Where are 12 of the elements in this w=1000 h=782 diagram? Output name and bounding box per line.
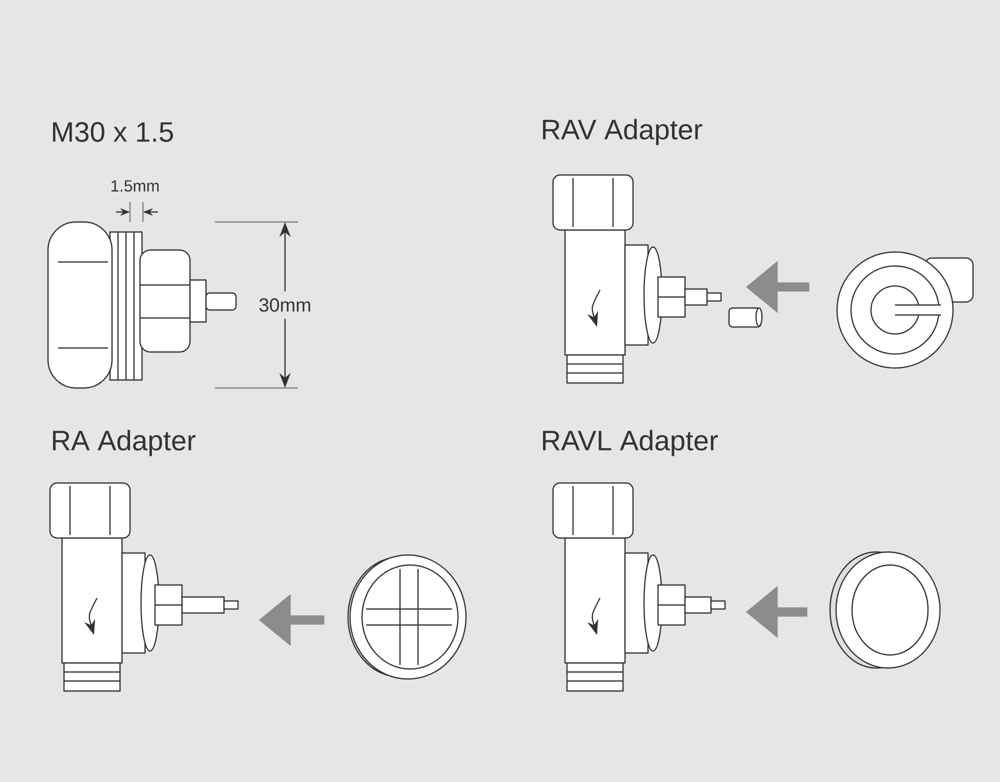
adapter-drawing [829,551,941,669]
dimension-label: 30mm [252,291,318,319]
section-title: RAVL Adapter [543,430,718,456]
valve-drawing [552,174,763,384]
adapter-drawing [836,251,974,369]
section-title: RA Adapter [53,430,196,456]
valve-drawing [552,482,726,692]
section-title: M30 x 1.5 [53,122,173,142]
dimension-label: 1.5mm [112,180,159,192]
valve-drawing [49,482,239,692]
section-title: RAV Adapter [543,118,702,146]
adapter-drawing [347,554,467,680]
